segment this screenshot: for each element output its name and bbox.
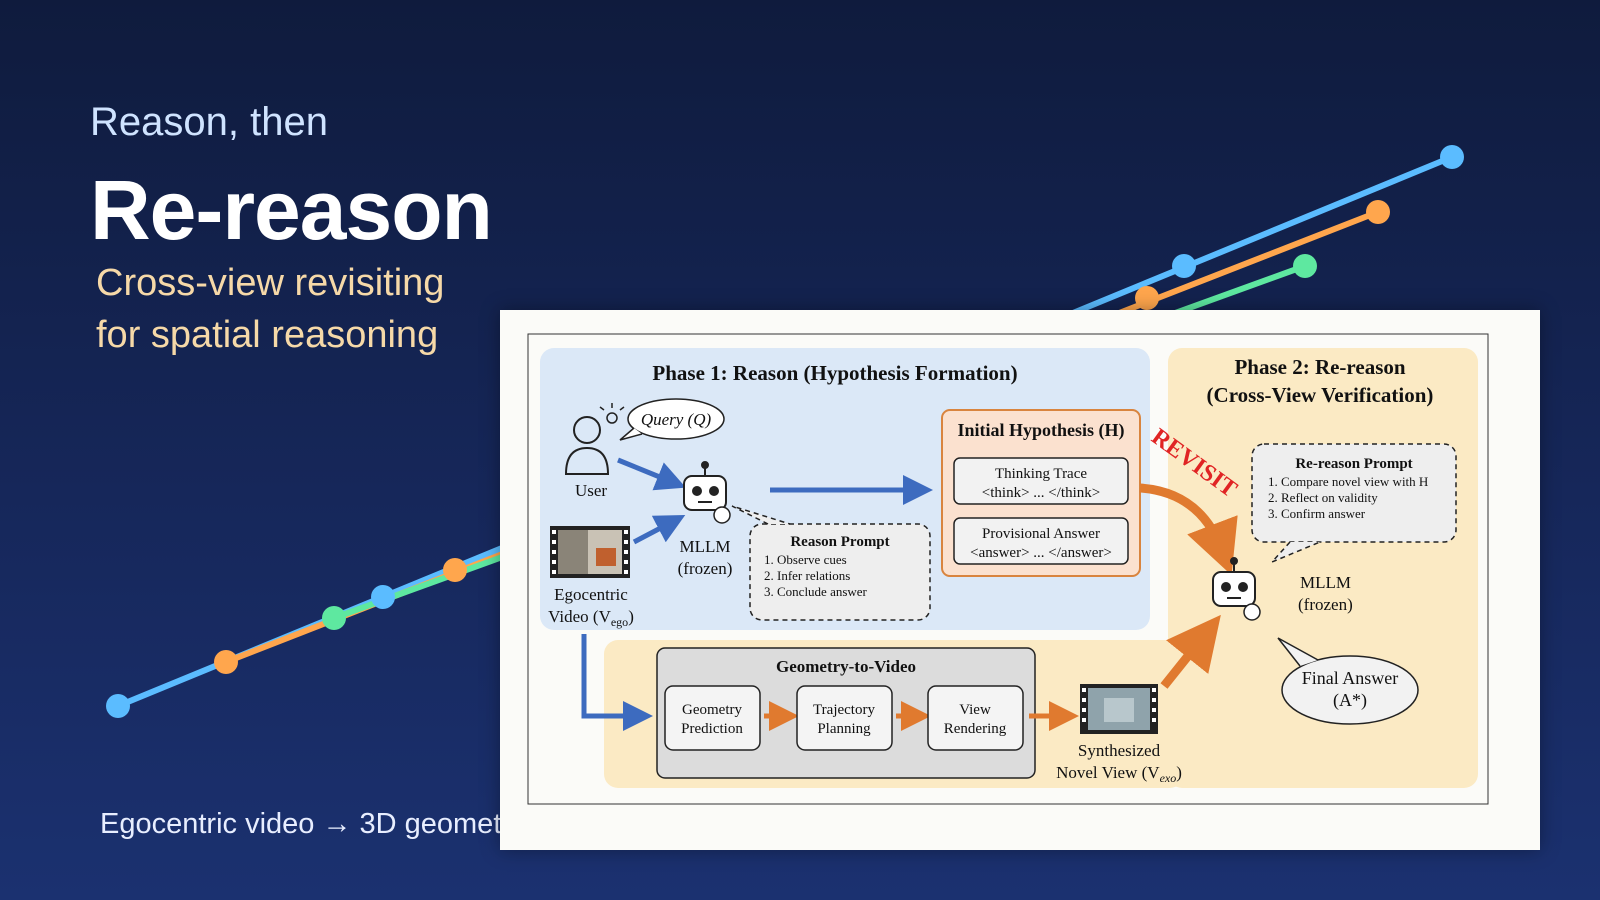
hypothesis-title: Initial Hypothesis (H): [957, 420, 1124, 441]
rereason-prompt-bubble: [1251, 443, 1457, 563]
decor-dot: [1366, 200, 1390, 224]
synthesized-view-thumbnail: [1080, 684, 1158, 734]
trajectory-planning-box: [796, 685, 893, 751]
rereason-prompt-title: Re-reason Prompt: [1295, 456, 1412, 472]
rereason-prompt-item: 1. Compare novel view with H: [1268, 474, 1428, 489]
reason-prompt-item: 3. Conclude answer: [764, 584, 868, 599]
pipeline-diagram: Phase 1: Reason (Hypothesis Formation) P…: [527, 333, 1489, 805]
arrow-video-to-geometry: [581, 634, 653, 731]
diagram-card: Phase 1: Reason (Hypothesis Formation) P…: [500, 310, 1540, 850]
provisional-answer-box: [953, 517, 1129, 565]
decor-dot: [214, 650, 238, 674]
synth-label-line2: Novel View (Vexo): [1056, 763, 1182, 785]
query-label: Query (Q): [641, 410, 712, 429]
final-answer-label: Final Answer: [1302, 668, 1399, 688]
decor-dot: [443, 558, 467, 582]
diagram-frame: [527, 333, 1489, 805]
egocentric-label-line1: Egocentric: [554, 585, 628, 604]
provisional-answer-tags: <answer> ... </answer>: [970, 545, 1112, 561]
mllm2-frozen-label: (frozen): [1298, 595, 1353, 614]
slide-kicker: Reason, then: [90, 100, 328, 144]
decor-dot: [1135, 286, 1159, 310]
geometry-prediction-box: [664, 685, 761, 751]
trajectory-planning-label: Planning: [817, 721, 871, 737]
egocentric-label-line2: Video (Vego): [548, 607, 634, 629]
user-label: User: [575, 481, 607, 500]
provisional-answer-label: Provisional Answer: [982, 526, 1100, 542]
phase1-title: Phase 1: Reason (Hypothesis Formation): [652, 361, 1017, 385]
view-rendering-label: View: [959, 702, 991, 718]
query-bubble: [619, 398, 725, 441]
phase2-title-line1: Phase 2: Re-reason: [1234, 355, 1405, 379]
decor-dot: [106, 694, 130, 718]
arrow-synth-to-mllm2: [1160, 614, 1221, 689]
view-rendering-box: [927, 685, 1024, 751]
thinking-trace-box: [953, 457, 1129, 505]
mllm2-robot-icon: [1212, 557, 1261, 621]
slide-title: Re-reason: [90, 163, 493, 257]
view-rendering-label: Rendering: [944, 721, 1007, 737]
final-answer-bubble: [1277, 637, 1419, 725]
synth-label-line1: Synthesized: [1078, 741, 1161, 760]
arrow-video-to-mllm: [632, 515, 686, 545]
mllm-frozen-label: (frozen): [678, 559, 733, 578]
reason-prompt-item: 2. Infer relations: [764, 568, 850, 583]
user-icon: [564, 403, 625, 475]
rereason-prompt-item: 3. Confirm answer: [1268, 506, 1366, 521]
reason-prompt-title: Reason Prompt: [790, 534, 889, 550]
phase2-title-line2: (Cross-View Verification): [1207, 383, 1434, 407]
decor-dot: [1440, 145, 1464, 169]
reason-prompt-item: 1. Observe cues: [764, 552, 847, 567]
decor-dot: [322, 606, 346, 630]
mllm-robot-icon: [683, 461, 731, 524]
g2v-title: Geometry-to-Video: [776, 657, 916, 676]
decor-dot: [371, 585, 395, 609]
geometry-prediction-label: Geometry: [682, 702, 742, 718]
decor-dot: [1172, 254, 1196, 278]
decor-dot: [1293, 254, 1317, 278]
arrow-user-to-mllm: [617, 457, 686, 491]
trajectory-planning-label: Trajectory: [813, 702, 875, 718]
slide-subtitle-line1: Cross-view revisiting: [96, 262, 445, 304]
slide-subtitle-line2: for spatial reasoning: [96, 314, 439, 356]
egocentric-video-thumbnail: [550, 526, 630, 578]
geometry-prediction-label: Prediction: [681, 721, 743, 737]
reason-prompt-bubble: [731, 505, 931, 621]
final-answer-value: (A*): [1333, 690, 1367, 711]
mllm2-label: MLLM: [1300, 573, 1351, 592]
revisit-arrow: [1139, 483, 1238, 576]
mllm-label: MLLM: [680, 537, 731, 556]
thinking-trace-label: Thinking Trace: [995, 466, 1087, 482]
rereason-prompt-item: 2. Reflect on validity: [1268, 490, 1378, 505]
thinking-trace-tags: <think> ... </think>: [982, 485, 1100, 501]
